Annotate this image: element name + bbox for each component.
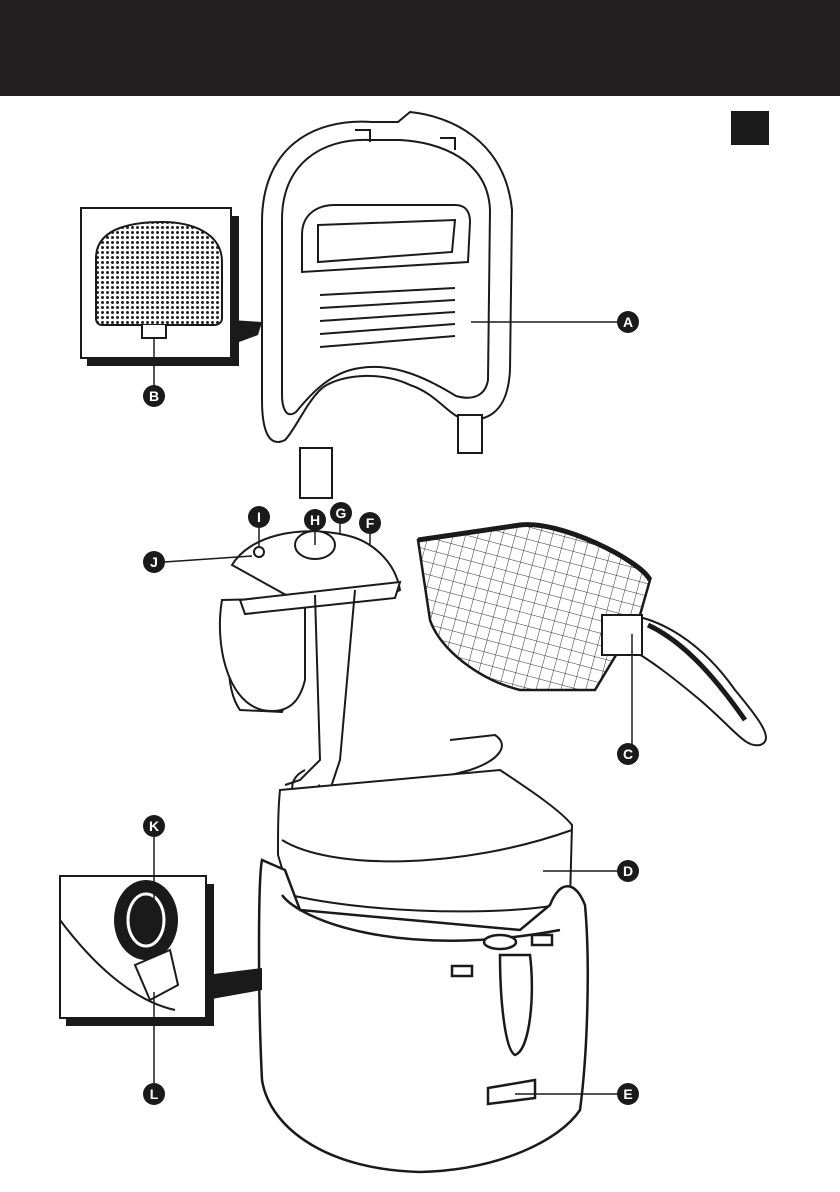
callout-a: A (617, 311, 639, 333)
basket (418, 525, 766, 748)
control-unit (220, 531, 400, 790)
filter-inset (81, 208, 262, 385)
callout-b: B (143, 385, 165, 407)
callout-g: G (330, 502, 352, 524)
callout-j: J (143, 551, 165, 573)
callout-k: K (143, 815, 165, 837)
lid (262, 112, 512, 498)
callout-f: F (359, 512, 381, 534)
callout-l: L (143, 1083, 165, 1105)
callout-i: I (248, 506, 270, 528)
cord-inset (60, 837, 262, 1083)
callout-d: D (617, 860, 639, 882)
callout-e: E (617, 1083, 639, 1105)
oil-bowl (278, 770, 572, 911)
callout-c: C (617, 743, 639, 765)
callout-h: H (304, 509, 326, 531)
